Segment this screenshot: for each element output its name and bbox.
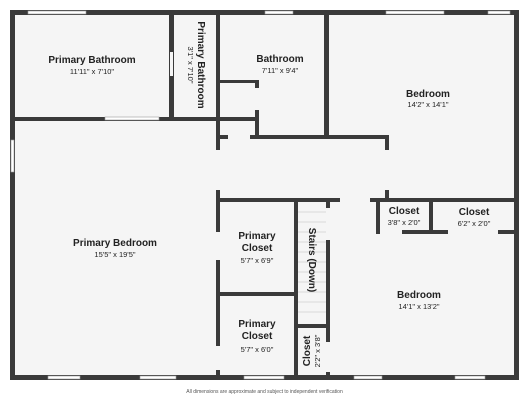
primary-closet-2-dims: 5'7" x 6'0" [241, 345, 274, 354]
primary-closet-2-name-line2: Closet [242, 331, 273, 342]
primary-closet-1-name-line2: Closet [242, 243, 273, 254]
stairs-treads [298, 211, 326, 313]
primary-closet-1-dims: 5'7" x 6'9" [241, 256, 274, 265]
bedroom-bottom-name: Bedroom [397, 290, 441, 301]
primary-bathroom-2-name: Primary Bathroom [195, 21, 206, 108]
primary-bathroom-name: Primary Bathroom [48, 55, 135, 66]
primary-bedroom-name: Primary Bedroom [73, 238, 157, 249]
primary-bathroom-dims: 11'11" x 7'10" [70, 67, 115, 76]
closet-small-dims: 3'8" x 2'0" [388, 218, 421, 227]
primary-closet-2-name-line1: Primary [238, 319, 276, 330]
windows [10, 10, 511, 380]
primary-closet-1-name-line1: Primary [238, 231, 276, 242]
bathroom-dims: 7'11" x 9'4" [262, 66, 299, 75]
bathroom-name: Bathroom [256, 54, 303, 65]
primary-bathroom-2-dims: 3'1" x 7'10" [186, 47, 195, 84]
door-openings [170, 52, 498, 372]
bedroom-bottom-dims: 14'1" x 13'2" [398, 302, 439, 311]
closet-vertical-name: Closet [302, 335, 313, 366]
floor-area [12, 12, 517, 378]
closet-right-dims: 6'2" x 2'0" [458, 219, 491, 228]
disclaimer-footer: All dimensions are approximate and subje… [186, 389, 343, 395]
closet-vertical-dims: 2'2" x 3'8" [313, 334, 322, 367]
closet-small-name: Closet [389, 206, 420, 217]
stairs-label: Stairs (Down) [306, 228, 317, 292]
primary-bedroom-dims: 15'5" x 19'5" [94, 250, 135, 259]
bedroom-top-name: Bedroom [406, 89, 450, 100]
closet-right-name: Closet [459, 207, 490, 218]
bedroom-top-dims: 14'2" x 14'1" [407, 100, 448, 109]
